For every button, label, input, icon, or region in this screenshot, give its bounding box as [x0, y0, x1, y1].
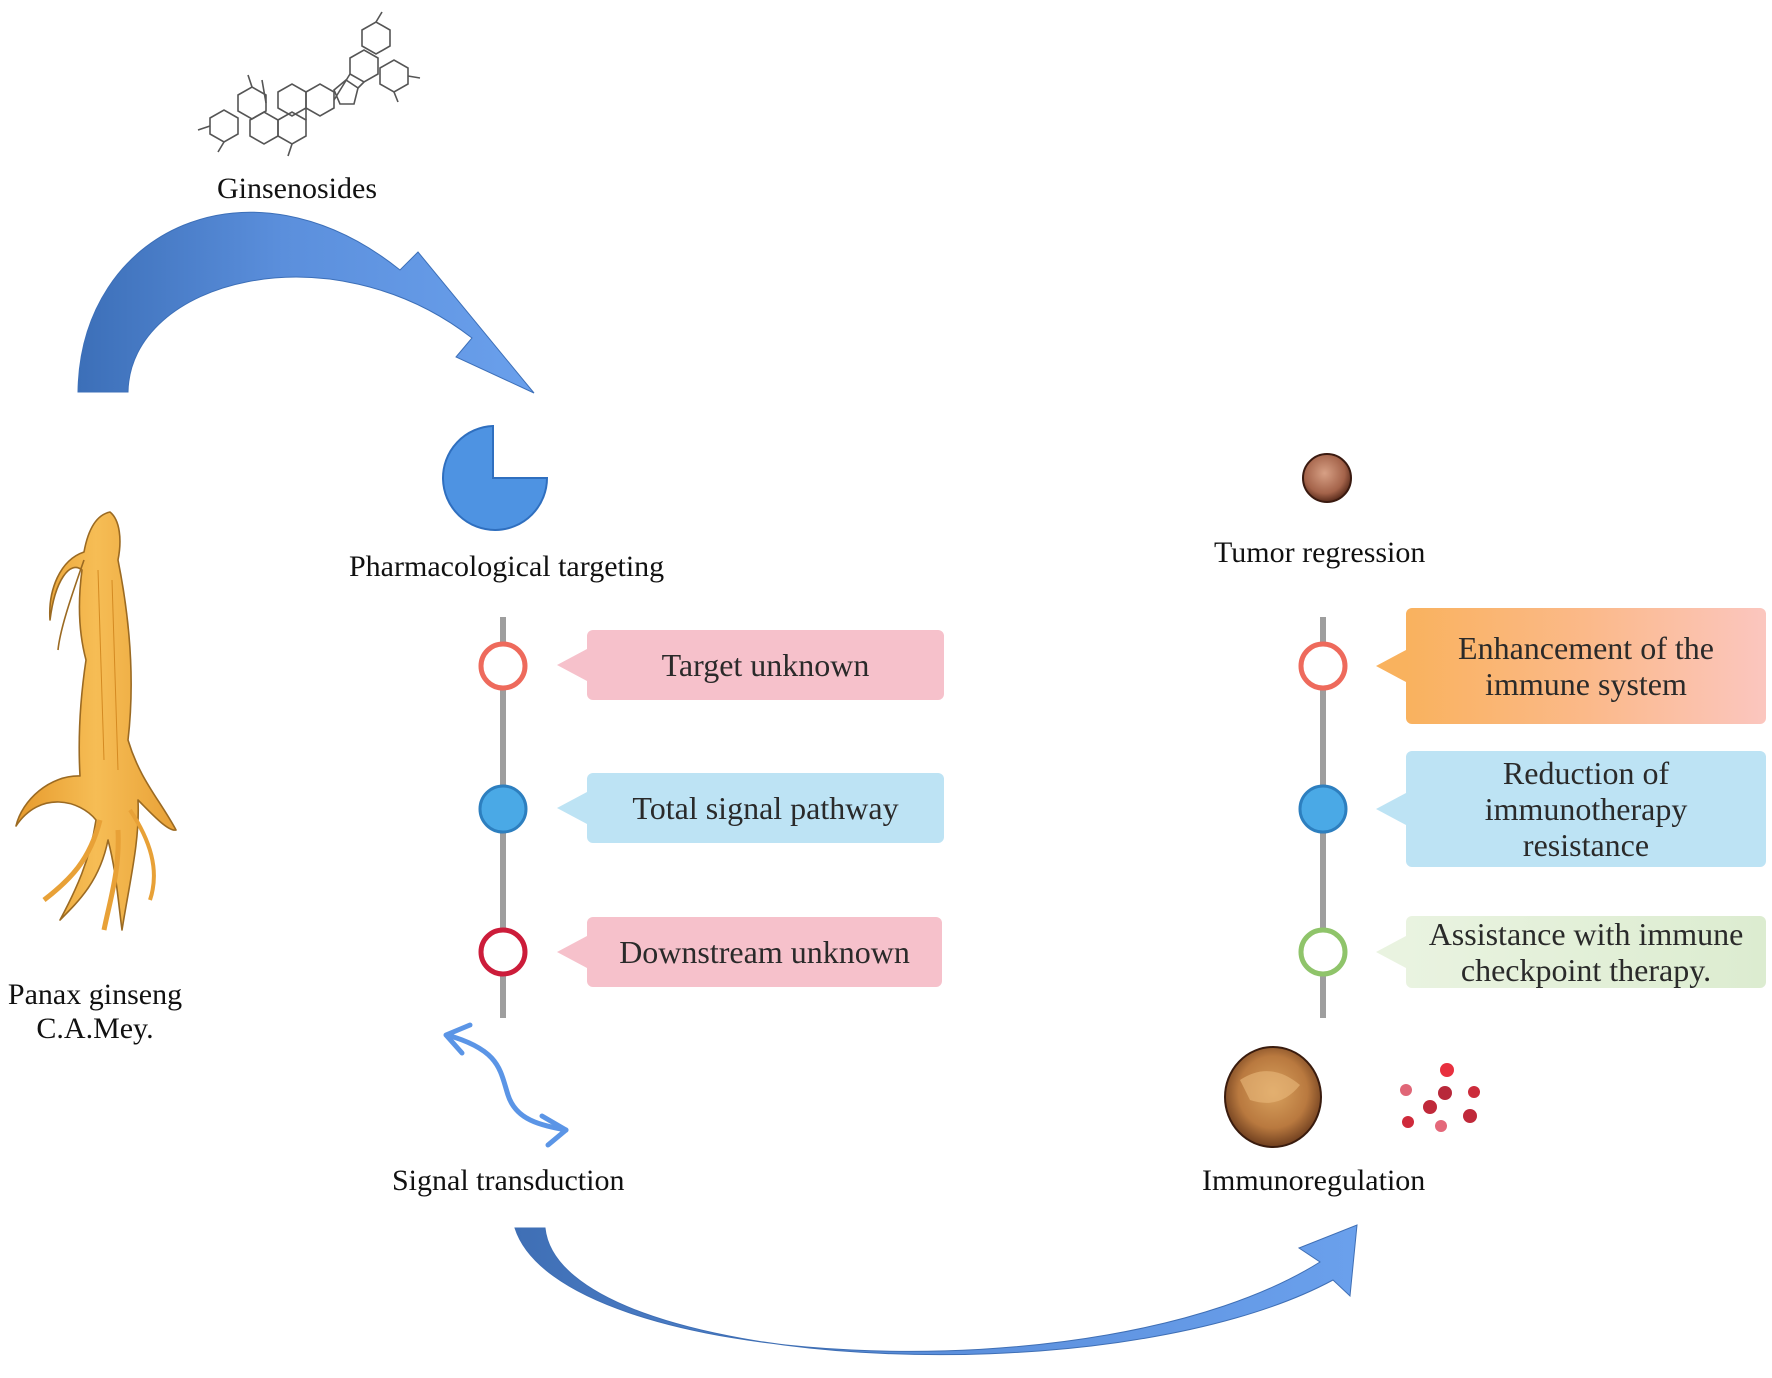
- callout-checkpoint-therapy: Assistance with immune checkpoint therap…: [1376, 916, 1766, 988]
- signal-transduction-label: Signal transduction: [392, 1164, 625, 1197]
- callout-text-line3: resistance: [1522, 827, 1650, 863]
- ginseng-root-illustration: [15, 511, 177, 931]
- right-marker-3: [1298, 927, 1348, 977]
- callout-text: Downstream unknown: [619, 934, 910, 970]
- callout-text-line2: immune system: [1485, 666, 1687, 702]
- left-marker-2: [478, 784, 528, 834]
- arc-arrow-top: [77, 211, 535, 394]
- callout-enhancement-immune-system: Enhancement of the immune system: [1376, 608, 1766, 724]
- double-arrow-icon: [443, 1022, 569, 1148]
- ginsenoside-molecule: [197, 11, 421, 157]
- callout-text-line1: Enhancement of the: [1458, 630, 1714, 666]
- immunoregulation-label: Immunoregulation: [1202, 1164, 1426, 1197]
- callout-text-line2: checkpoint therapy.: [1460, 952, 1712, 988]
- ginsenosides-label: Ginsenosides: [217, 172, 377, 205]
- small-tumor-icon: [1302, 453, 1352, 503]
- callout-target-unknown: Target unknown: [557, 630, 944, 700]
- callout-text-line2: immunotherapy: [1484, 791, 1688, 827]
- pharmacological-targeting-label: Pharmacological targeting: [349, 550, 665, 583]
- panax-ginseng-line1: Panax ginseng: [7, 978, 183, 1011]
- left-marker-1: [478, 641, 528, 691]
- callout-text: Target unknown: [661, 647, 870, 683]
- tumor-regression-label: Tumor regression: [1214, 536, 1426, 569]
- arc-arrow-bottom: [514, 1224, 1358, 1356]
- callout-text-line1: Reduction of: [1502, 755, 1670, 791]
- callout-reduction-resistance: Reduction of immunotherapy resistance: [1376, 751, 1766, 867]
- target-pacman-icon: [442, 424, 549, 531]
- right-marker-2: [1298, 784, 1348, 834]
- immune-cell-dots: [1400, 1063, 1480, 1132]
- right-marker-1: [1298, 641, 1348, 691]
- panax-ginseng-label: Panax ginseng C.A.Mey.: [0, 978, 190, 1046]
- callout-total-signal-pathway: Total signal pathway: [557, 773, 944, 843]
- callout-text: Total signal pathway: [632, 790, 899, 826]
- left-marker-3: [478, 927, 528, 977]
- callout-text-line1: Assistance with immune: [1428, 916, 1744, 952]
- panax-ginseng-line2: C.A.Mey.: [36, 1012, 154, 1045]
- callout-downstream-unknown: Downstream unknown: [557, 917, 942, 987]
